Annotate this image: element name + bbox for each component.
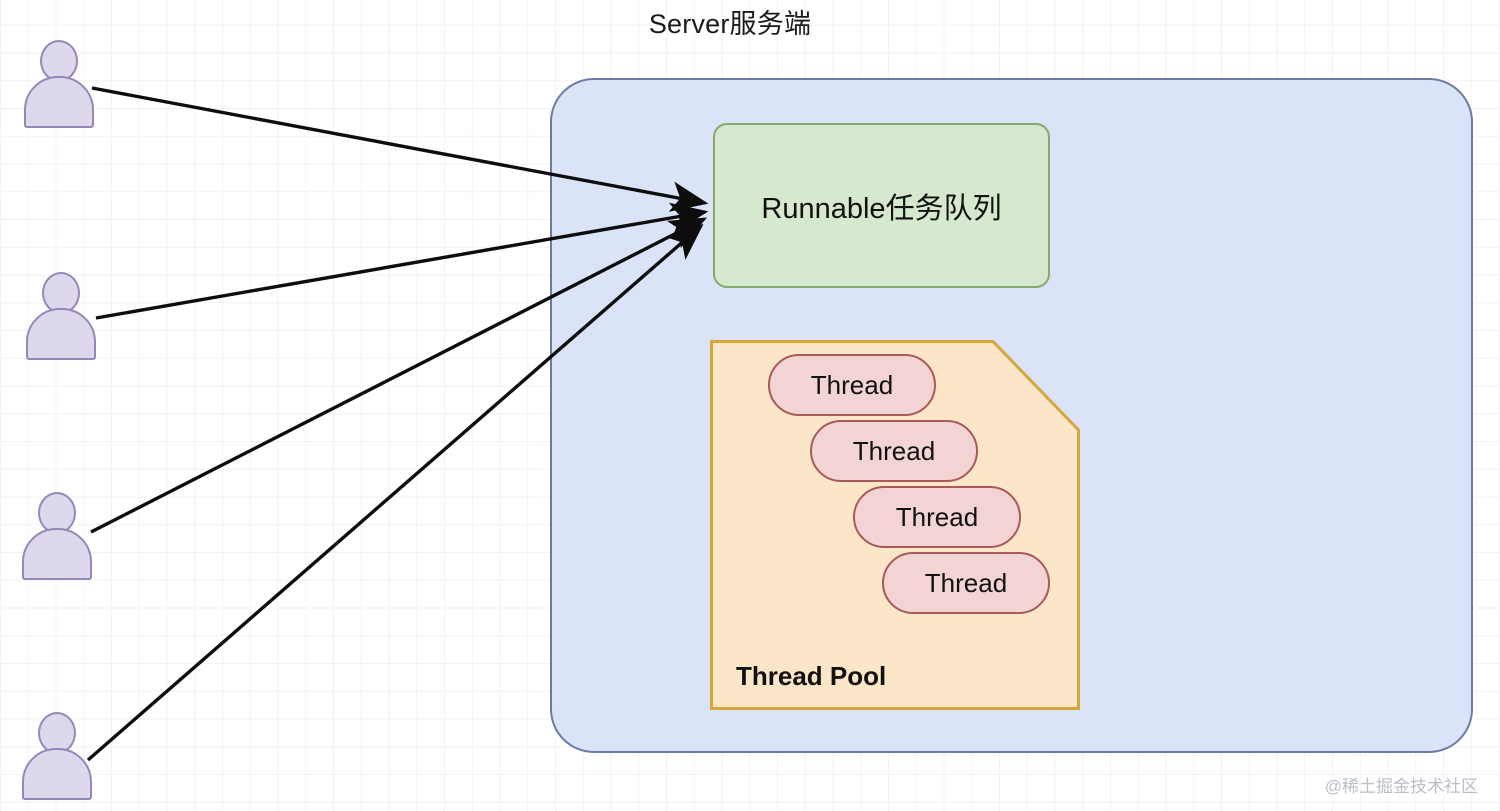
- actor-head-icon: [40, 40, 78, 82]
- actor-client-3[interactable]: [22, 492, 92, 580]
- thread-label: Thread: [924, 567, 1008, 598]
- runnable-queue-label: Runnable任务队列: [761, 192, 1002, 225]
- actor-body-icon: [22, 748, 92, 800]
- watermark: @稀土掘金技术社区: [1324, 777, 1478, 796]
- thread-label: Thread: [810, 369, 894, 400]
- actor-head-icon: [42, 272, 80, 314]
- thread-oval[interactable]: Thread: [882, 552, 1050, 614]
- thread-oval[interactable]: Thread: [853, 486, 1021, 548]
- page-title: Server服务端: [648, 9, 812, 39]
- actor-client-1[interactable]: [24, 40, 94, 128]
- thread-oval[interactable]: Thread: [810, 420, 978, 482]
- actor-head-icon: [38, 712, 76, 754]
- actor-client-4[interactable]: [22, 712, 92, 800]
- thread-oval[interactable]: Thread: [768, 354, 936, 416]
- thread-pool-container[interactable]: Thread Thread Thread Thread Thread Pool: [710, 340, 1080, 710]
- actor-body-icon: [22, 528, 92, 580]
- thread-label: Thread: [895, 501, 979, 532]
- actor-client-2[interactable]: [26, 272, 96, 360]
- thread-pool-label: Thread Pool: [736, 661, 887, 691]
- actor-body-icon: [24, 76, 94, 128]
- actor-body-icon: [26, 308, 96, 360]
- runnable-queue-box[interactable]: Runnable任务队列: [713, 123, 1050, 288]
- thread-label: Thread: [852, 435, 936, 466]
